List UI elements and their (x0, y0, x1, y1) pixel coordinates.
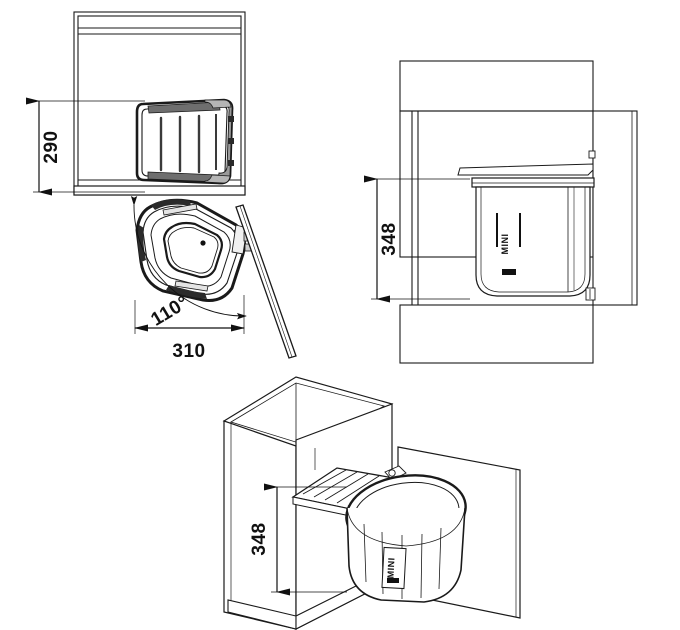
elevation-bin-rim (471, 177, 595, 188)
dim-290: 290 (25, 97, 145, 196)
elevation-brand-label: MINI (500, 234, 510, 255)
iso-bin-slot (387, 578, 399, 583)
dim-310: 310 (133, 295, 246, 362)
iso-bin: MINI (345, 474, 467, 603)
dim-348-isometric: 348 (249, 483, 347, 596)
dim-290-label: 290 (41, 130, 62, 163)
dim-348-isometric-label: 348 (249, 522, 270, 555)
isometric-view: MINI 348 (222, 376, 521, 630)
elevation-carrier-plate (457, 163, 594, 176)
elevation-door-panel (588, 110, 638, 306)
iso-brand-label: MINI (385, 557, 396, 578)
elevation-bracket (585, 287, 596, 301)
dim-310-label: 310 (172, 341, 205, 362)
plan-view: 290 110° 310 (25, 11, 297, 362)
elevation-bin-slot (502, 269, 516, 275)
plan-front-rail (73, 185, 246, 196)
side-elevation-view: MINI 348 (363, 60, 638, 364)
dim-348-elevation-label: 348 (379, 222, 400, 255)
plan-upper-bin-frame (135, 98, 234, 185)
elevation-bin-body (475, 186, 591, 297)
dim-348-elevation: 348 (363, 175, 470, 303)
